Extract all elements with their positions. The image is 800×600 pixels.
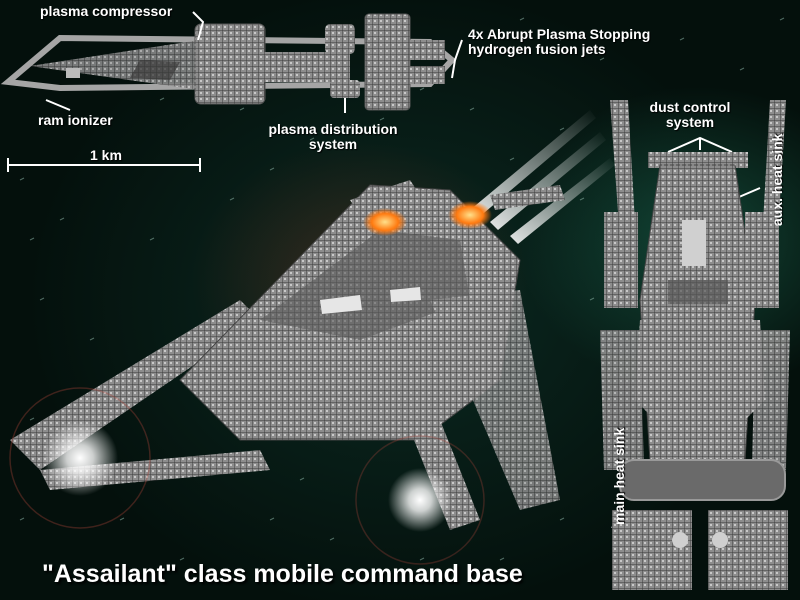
side-view-ship <box>0 13 457 111</box>
dust-control-label-line1: dust control <box>649 99 731 115</box>
plasma-distribution-label-line2: system <box>308 136 358 152</box>
fusion-jets-label-line1: 4x Abrupt Plasma Stopping <box>468 26 651 42</box>
ram-ionizer-label: ram ionizer <box>38 112 113 128</box>
dust-control-label-line2: system <box>665 114 715 130</box>
plasma-compressor-label: plasma compressor <box>40 3 173 19</box>
scale-bar <box>7 158 201 172</box>
plasma-distribution-label-line1: plasma distribution <box>268 121 398 137</box>
aux-heat-sink-label: aux. heat sink <box>769 133 785 226</box>
main-perspective-ship <box>9 180 565 565</box>
engine-beams <box>470 110 615 244</box>
scale-bar-label: 1 km <box>90 147 122 163</box>
top-down-ship <box>600 100 790 590</box>
page-title: "Assailant" class mobile command base <box>42 560 523 588</box>
fusion-jets-label-line2: hydrogen fusion jets <box>468 41 606 57</box>
main-heat-sink-label: main heat sink <box>611 427 627 525</box>
